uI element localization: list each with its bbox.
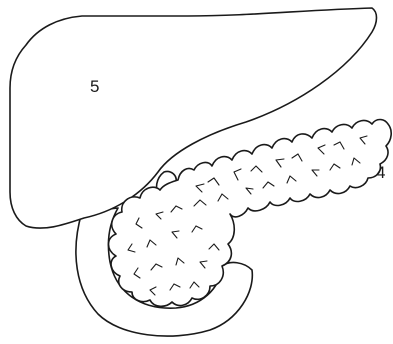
liver-label: 5 (90, 77, 99, 96)
pancreas-tail-label: 4 (376, 163, 385, 182)
